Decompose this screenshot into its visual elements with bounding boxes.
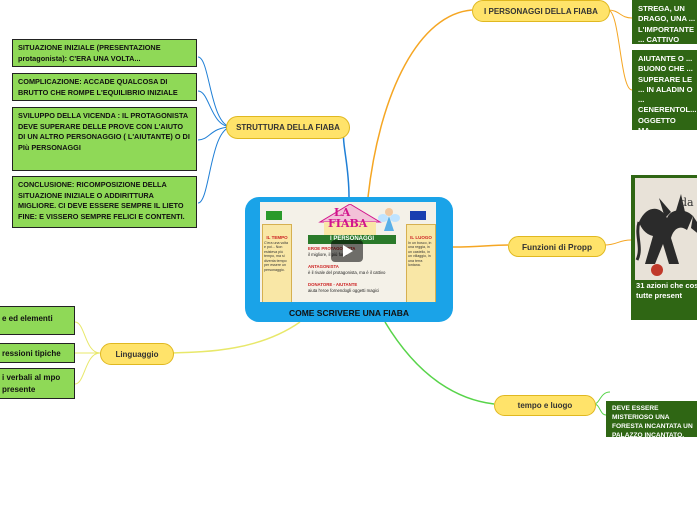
topic-struttura[interactable]: STRUTTURA DELLA FIABA	[226, 116, 350, 139]
struttura-item-3[interactable]: SVILUPPO DELLA VICENDA : IL PROTAGONISTA…	[12, 107, 197, 171]
left-tower-text: C'era una volta e poi... Non esisteva pi…	[264, 240, 289, 272]
propp-image-box[interactable]: da 31 azioni che costante ma tutte prese…	[631, 175, 697, 320]
struttura-item-1[interactable]: SITUAZIONE INIZIALE (PRESENTAZIONE prota…	[12, 39, 197, 67]
thumb-row-antagonista: ANTAGONISTA è il rivale del protagonista…	[308, 264, 398, 275]
thumb-row-antagonista-text: è il rivale del protagonista, ma è il ca…	[308, 269, 386, 275]
thumb-row-antagonista-head: ANTAGONISTA	[308, 264, 339, 269]
topic-tempo-luogo[interactable]: tempo e luogo	[494, 395, 596, 416]
castle-roof-icon	[318, 204, 382, 236]
propp-caption: 31 azioni che costante ma tutte present	[636, 281, 697, 301]
fairy-icon	[378, 208, 400, 231]
video-thumbnail[interactable]: IL TEMPO C'era una volta e poi... Non es…	[260, 202, 436, 302]
right-tower: IL LUOGO In un bosco, in una reggia, in …	[406, 211, 436, 302]
thumb-row-eroe-text: il migliore, il più forte	[308, 251, 348, 257]
struttura-item-4[interactable]: CONCLUSIONE: RICOMPOSIZIONE DELLA SITUAZ…	[12, 176, 197, 228]
right-tower-head: IL LUOGO	[410, 235, 432, 240]
propp-image: da	[635, 178, 697, 280]
thumb-band: I PERSONAGGI	[308, 235, 396, 244]
play-icon	[343, 245, 353, 257]
linguaggio-item-3[interactable]: i verbali al mpo presente	[0, 368, 75, 399]
thumb-row-donatore-text: aiuta l'eroe fornendogli oggetti magici	[308, 287, 380, 293]
topic-linguaggio[interactable]: Linguaggio	[100, 343, 174, 365]
play-button[interactable]	[331, 240, 363, 262]
central-title: COME SCRIVERE UNA FIABA	[288, 308, 410, 318]
thumb-title-fiaba: FIABA	[328, 217, 368, 230]
right-tower-text: In un bosco, in una reggia, in un castel…	[408, 240, 432, 268]
dragon-icon	[635, 178, 697, 280]
topic-personaggi[interactable]: I PERSONAGGI DELLA FIABA	[472, 0, 610, 22]
thumb-row-donatore-head: DONATORE - AIUTANTE	[308, 282, 358, 287]
struttura-item-2[interactable]: COMPLICAZIONE: ACCADE QUALCOSA DI BRUTTO…	[12, 73, 197, 101]
left-tower: IL TEMPO C'era una volta e poi... Non es…	[262, 211, 292, 302]
linguaggio-item-2[interactable]: ressioni tipiche	[0, 343, 75, 363]
central-topic[interactable]: IL TEMPO C'era una volta e poi... Non es…	[245, 197, 453, 322]
flag-icon	[410, 211, 426, 220]
left-tower-head: IL TEMPO	[266, 235, 288, 240]
propp-image-text: da	[680, 196, 694, 209]
flag-icon	[266, 211, 282, 220]
personaggi-item-1[interactable]: STREGA, UN DRAGO, UNA ... L'IMPORTANTE .…	[632, 0, 697, 44]
tempo-item-1[interactable]: DEVE ESSERE MISTERIOSO UNA FORESTA INCAN…	[606, 401, 697, 437]
personaggi-item-2[interactable]: AIUTANTE O ... BUONO CHE ... SUPERARE LE…	[632, 50, 697, 130]
thumb-row-donatore: DONATORE - AIUTANTE aiuta l'eroe fornend…	[308, 282, 398, 293]
topic-propp[interactable]: Funzioni di Propp	[508, 236, 606, 257]
thumb-title-la: LA	[334, 206, 351, 219]
linguaggio-item-1[interactable]: e ed elementi	[0, 306, 75, 335]
